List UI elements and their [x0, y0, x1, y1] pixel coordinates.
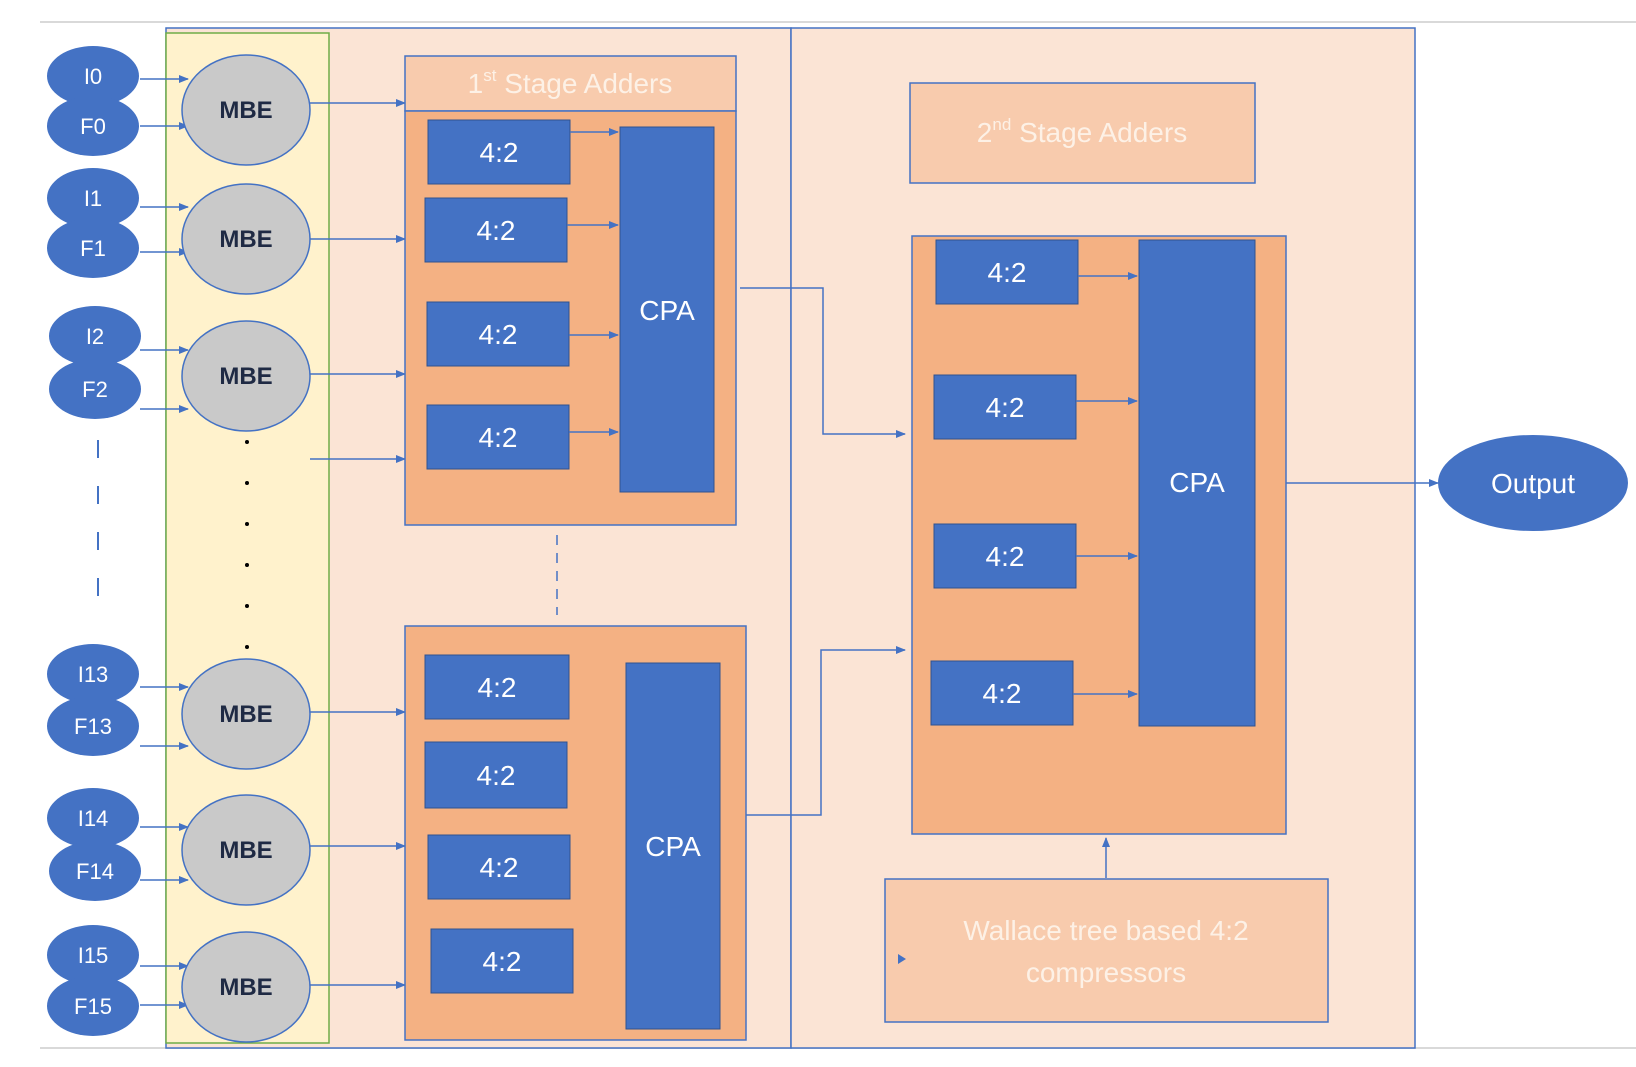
input-node-i0 — [47, 46, 139, 106]
stage2-compressor-to-cpa-arrows — [1073, 272, 1138, 698]
wallace-tree-box — [884, 878, 1329, 1023]
input-label: I2 — [86, 324, 104, 349]
mbe-label: MBE — [219, 363, 272, 390]
stage1-title-num: 1 — [468, 68, 484, 99]
input-node-f1 — [47, 218, 139, 278]
input-label: F14 — [76, 859, 114, 884]
output-node — [1438, 435, 1628, 531]
compressor-label: 4:2 — [983, 678, 1022, 709]
cpa-block — [1138, 239, 1256, 727]
mbe-output-arrows — [310, 99, 406, 989]
compressor-block — [930, 660, 1074, 726]
input-node-i15 — [47, 925, 139, 985]
input-node-f2 — [49, 359, 141, 419]
stage2-title-sup: nd — [992, 115, 1011, 134]
compressor-label: 4:2 — [988, 257, 1027, 288]
stage1-title-rest: Stage Adders — [496, 68, 672, 99]
mbe-label: MBE — [219, 837, 272, 864]
input-node-i2 — [49, 306, 141, 366]
input-node-f14 — [49, 841, 141, 901]
input-label: F15 — [74, 994, 112, 1019]
cpa-block — [625, 662, 721, 1030]
input-label: F0 — [80, 114, 106, 139]
cpa-block — [619, 126, 715, 493]
wallace-tree-line2: compressors — [1026, 957, 1186, 988]
stage1-title: 1st Stage Adders — [468, 66, 673, 99]
input-label: F13 — [74, 714, 112, 739]
input-node-f13 — [47, 696, 139, 756]
compressor-block — [424, 654, 570, 720]
compressor-label: 4:2 — [480, 852, 519, 883]
compressor-block — [933, 374, 1077, 440]
stage2-title-rest: Stage Adders — [1011, 117, 1187, 148]
compressor-to-cpa-arrows — [567, 128, 619, 436]
stage2-header — [909, 82, 1256, 184]
input-label: F1 — [80, 236, 106, 261]
input-row-2: I2 F2 MBE — [49, 306, 311, 432]
compressor-block — [935, 239, 1079, 305]
input-row-1: I1 F1 MBE — [47, 168, 311, 295]
small-arrow-marker — [898, 954, 906, 964]
input-label: I13 — [78, 662, 109, 687]
compressor-label: 4:2 — [479, 422, 518, 453]
mbe-ellipsis-dots — [245, 440, 249, 649]
stage2-title: 2nd Stage Adders — [977, 115, 1187, 148]
compressor-label: 4:2 — [986, 541, 1025, 572]
compressor-block — [430, 928, 574, 994]
mbe-encoder — [181, 931, 311, 1043]
compressor-block — [426, 404, 570, 470]
compressor-label: 4:2 — [986, 392, 1025, 423]
input-label: I1 — [84, 186, 102, 211]
input-row-13: I13 F13 MBE — [47, 644, 311, 770]
compressor-block — [427, 119, 571, 185]
stage1-header — [404, 55, 737, 112]
compressor-label: 4:2 — [477, 215, 516, 246]
mbe-label: MBE — [219, 701, 272, 728]
input-label: I14 — [78, 806, 109, 831]
cpa-label: CPA — [1169, 467, 1225, 498]
output-label: Output — [1491, 468, 1575, 499]
compressor-label: 4:2 — [478, 672, 517, 703]
stage1-title-sup: st — [483, 66, 497, 85]
input-row-15: I15 F15 MBE — [47, 925, 311, 1043]
mbe-encoder — [181, 658, 311, 770]
input-row-14: I14 F14 MBE — [47, 788, 311, 906]
wallace-tree-line1: Wallace tree based 4:2 — [963, 915, 1248, 946]
stage1-to-stage2-connectors — [740, 287, 906, 816]
compressor-label: 4:2 — [480, 137, 519, 168]
input-label: F2 — [82, 377, 108, 402]
stage2-title-num: 2 — [977, 117, 993, 148]
cpa-label: CPA — [645, 831, 701, 862]
mbe-label: MBE — [219, 97, 272, 124]
input-label: I15 — [78, 943, 109, 968]
mbe-encoder — [181, 794, 311, 906]
mbe-encoder — [181, 320, 311, 432]
mbe-label: MBE — [219, 974, 272, 1001]
cpa-label: CPA — [639, 295, 695, 326]
input-row-0: I0 F0 MBE — [47, 46, 311, 166]
compressor-label: 4:2 — [483, 946, 522, 977]
compressor-block — [424, 741, 568, 809]
mbe-encoder — [181, 54, 311, 166]
input-node-f0 — [47, 96, 139, 156]
input-node-i1 — [47, 168, 139, 228]
compressor-label: 4:2 — [479, 319, 518, 350]
compressor-block — [933, 523, 1077, 589]
compressor-block — [424, 197, 568, 263]
mbe-label: MBE — [219, 226, 272, 253]
input-node-i13 — [47, 644, 139, 704]
input-node-f15 — [47, 976, 139, 1036]
compressor-block — [427, 834, 571, 900]
input-label: I0 — [84, 64, 102, 89]
compressor-block — [426, 301, 570, 367]
compressor-label: 4:2 — [477, 760, 516, 791]
input-node-i14 — [47, 788, 139, 848]
